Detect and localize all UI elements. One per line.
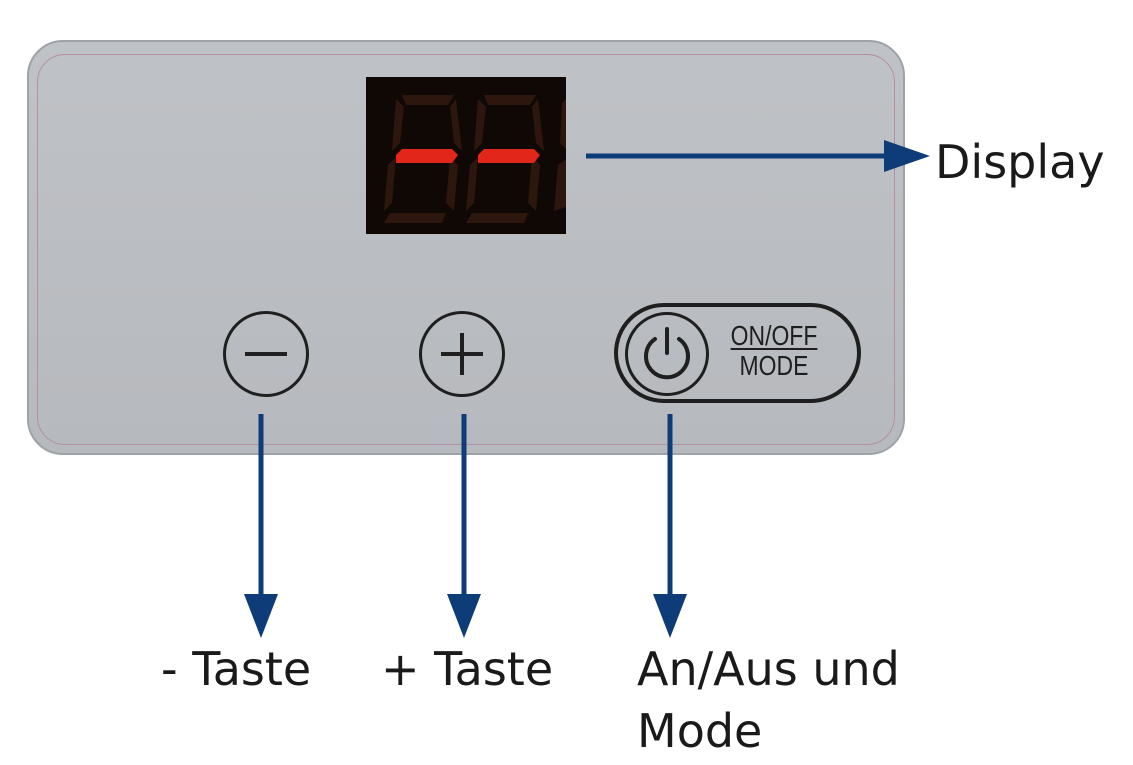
on-off-mode-label: An/Aus und Mode — [637, 642, 900, 758]
display-label: Display — [935, 135, 1105, 189]
on-off-mode-button[interactable]: ON/OFF MODE — [614, 303, 861, 403]
power-button-ring — [625, 312, 709, 396]
plus-arrow — [447, 414, 481, 638]
digit-1-middle-segment — [396, 149, 458, 163]
power-arrow — [653, 414, 687, 638]
digit-2-unlit-segments — [466, 95, 544, 223]
digit-3-partial-segments — [554, 99, 566, 211]
plus-icon — [441, 333, 483, 375]
seven-segment-display — [366, 77, 566, 234]
minus-icon — [245, 352, 287, 356]
minus-button[interactable] — [223, 311, 309, 397]
plus-key-label: + Taste — [381, 642, 554, 696]
power-icon — [644, 327, 690, 380]
on-off-mode-text: ON/OFF MODE — [728, 321, 820, 381]
digit-1-unlit-segments — [384, 95, 462, 223]
plus-button[interactable] — [419, 311, 505, 397]
mode-label: MODE — [739, 350, 809, 381]
digit-2-middle-segment — [478, 149, 540, 163]
on-off-label: ON/OFF — [730, 320, 818, 351]
display-arrow — [586, 140, 930, 172]
minus-key-label: - Taste — [161, 642, 312, 696]
minus-arrow — [244, 414, 278, 638]
